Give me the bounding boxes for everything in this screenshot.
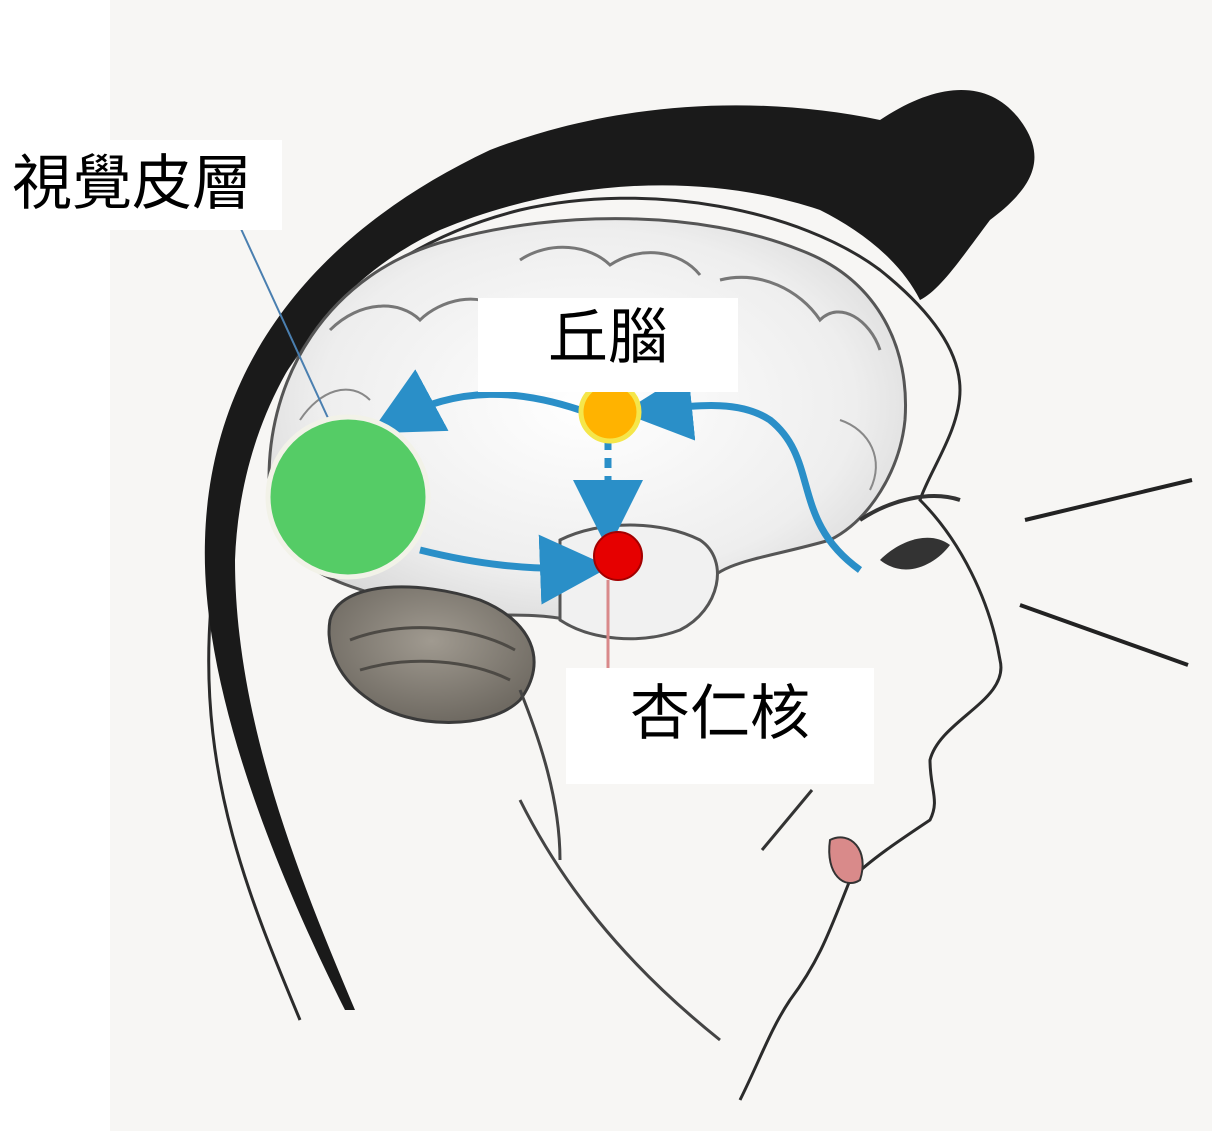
amygdala-label: 杏仁核: [566, 668, 874, 784]
thalamus-label: 丘腦: [478, 298, 738, 392]
amygdala-node: [594, 532, 642, 580]
visual-cortex-label: 視覺皮層: [0, 140, 282, 230]
visual-cortex-node: [268, 417, 428, 577]
